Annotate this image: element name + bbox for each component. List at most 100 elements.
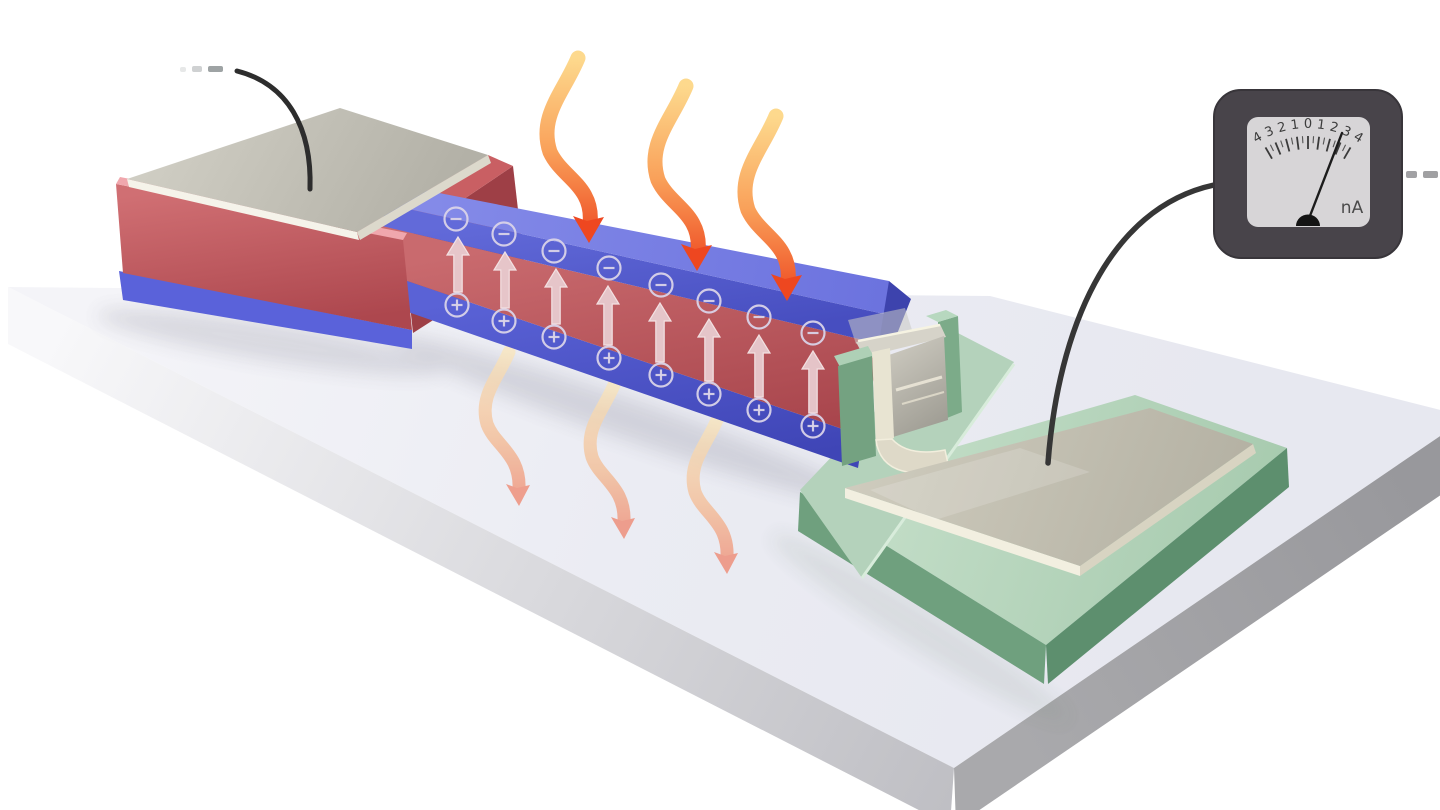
positive-charge-icon <box>696 381 722 407</box>
transmitted-wave-arrowhead <box>506 484 530 506</box>
meter-scale-label: 0 <box>1304 117 1312 132</box>
polarization-up-arrow <box>595 284 621 346</box>
clamp-bottom-hook <box>875 438 949 474</box>
positive-charge-icon <box>800 413 826 439</box>
right-pad-front-left-edge <box>845 488 1080 576</box>
polarization-up-arrow <box>800 349 826 414</box>
incident-wave-arrow <box>737 108 802 301</box>
clamp-front-face <box>886 336 948 437</box>
meter-tick-minor <box>1290 137 1294 145</box>
wire-continuation-dashes-left <box>180 66 223 72</box>
meter-tick-major <box>1264 146 1273 160</box>
polarization-up-arrow <box>445 235 471 293</box>
incident-wave-arrowhead <box>681 244 712 271</box>
incident-wave-arrowhead <box>771 274 802 301</box>
clamp-top-highlight <box>857 323 941 343</box>
polarization-up-arrow <box>543 267 569 325</box>
meter-tick-major <box>1296 136 1300 150</box>
bar-top-blue-layer-top <box>386 184 893 316</box>
positive-charge-icon <box>491 308 517 334</box>
transmitted-wave-arrow <box>478 345 530 506</box>
incident-wave-path <box>737 108 796 290</box>
green-slab-top <box>834 346 874 367</box>
clamp-left-strip <box>872 348 894 446</box>
wire-right <box>1045 182 1217 466</box>
incident-wave-path <box>539 50 598 232</box>
polarization-up-arrow <box>696 317 722 382</box>
meter-tick-minor <box>1269 144 1274 152</box>
meter-needle <box>1306 131 1344 223</box>
meter-unit-label: nA <box>1341 198 1364 218</box>
substrate-front-right-face <box>954 436 1440 810</box>
meter-tick-minor <box>1342 144 1347 152</box>
negative-charges-row <box>443 206 826 346</box>
right-electrode-pad <box>845 408 1256 576</box>
green-upright-right-top <box>926 310 958 322</box>
wire-left <box>180 66 313 192</box>
meter-tick-major <box>1343 146 1352 160</box>
meter-scale-label: 2 <box>1328 120 1340 137</box>
left-block-blue-base <box>119 271 412 349</box>
meter-tick-major <box>1334 142 1342 155</box>
positive-charge-icon <box>746 397 772 423</box>
negative-charge-icon <box>648 272 674 298</box>
bar-top-blue-layer-front <box>382 204 893 344</box>
incident-radiation <box>539 50 802 301</box>
transmitted-wave-path <box>478 345 526 497</box>
meter-scale-label: 1 <box>1290 117 1300 133</box>
meter-scale-label: 1 <box>1316 117 1326 133</box>
incident-wave-arrow <box>647 78 712 271</box>
right-wire <box>1045 182 1217 466</box>
negative-charge-icon <box>800 320 826 346</box>
transmitted-wave-path <box>583 378 631 530</box>
detector-bar <box>378 184 911 468</box>
positive-charge-icon <box>596 345 622 371</box>
meter-tick-major <box>1285 138 1291 152</box>
incident-wave-arrow <box>539 50 604 243</box>
negative-charge-icon <box>596 255 622 281</box>
positive-charge-icon <box>541 324 567 350</box>
meter-tick-minor <box>1332 140 1336 148</box>
meter-scale-label: 2 <box>1276 120 1288 137</box>
wire-continuation-dashes-right <box>1406 171 1438 178</box>
negative-charge-icon <box>746 304 772 330</box>
incident-wave-path <box>647 78 706 260</box>
transmitted-wave-arrowhead <box>611 517 635 539</box>
polarization-up-arrow <box>746 333 772 398</box>
meter-tick-major <box>1316 136 1320 150</box>
negative-charge-icon <box>696 288 722 314</box>
clamp-top-band <box>856 324 946 357</box>
substrate-front-left-face <box>8 287 954 810</box>
transmitted-wave-arrowhead <box>714 552 738 574</box>
negative-charge-icon <box>443 206 469 232</box>
incident-wave-arrowhead <box>573 216 604 243</box>
clamp-streak-1 <box>895 375 943 392</box>
polarization-up-arrow <box>647 301 673 363</box>
meter-tick-major <box>1325 138 1331 152</box>
negative-charge-icon <box>491 221 517 247</box>
green-slab-front <box>838 356 876 466</box>
transmitted-wave-arrow <box>583 378 635 539</box>
polarization-up-arrow <box>492 250 518 309</box>
right-electrode-pad-top <box>845 408 1253 566</box>
transmitted-wave-arrow <box>686 413 738 574</box>
clamp-streak-2 <box>901 391 945 405</box>
right-pad-sheen <box>870 448 1090 520</box>
right-pad-front-right-edge <box>1080 444 1256 576</box>
left-pad-right-edge <box>357 155 491 240</box>
left-wire <box>234 68 313 192</box>
positive-charge-icon <box>444 292 470 318</box>
positive-charges-row <box>444 292 826 439</box>
meter-tick-minor <box>1280 140 1284 148</box>
transmitted-radiation <box>478 345 738 574</box>
contact-clamp-assembly <box>834 308 962 474</box>
polarization-arrows <box>445 235 826 414</box>
left-block-red-body <box>116 184 412 330</box>
green-platform-front-right-face <box>1046 448 1289 684</box>
left-pad-front-edge <box>127 179 359 240</box>
meter-tick-major <box>1274 142 1282 155</box>
